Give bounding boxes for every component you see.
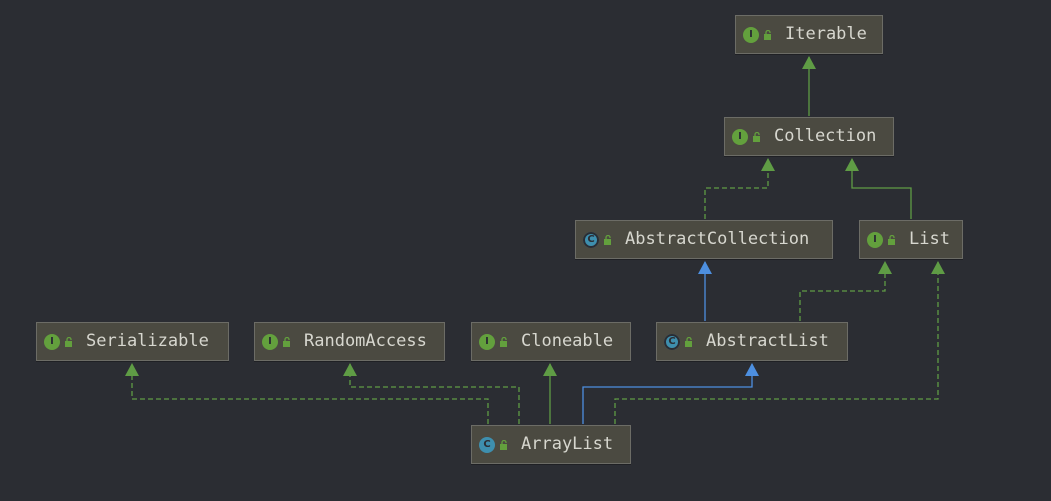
public-lock-icon xyxy=(753,127,762,147)
node-abstract-list[interactable]: C AbstractList xyxy=(656,322,848,361)
node-label: Cloneable xyxy=(521,331,614,351)
edge-arrowhead xyxy=(878,261,892,274)
node-label: Serializable xyxy=(86,331,209,351)
interface-icon: I xyxy=(732,128,748,145)
node-array-list[interactable]: C ArrayList xyxy=(471,425,631,464)
interface-icon: I xyxy=(867,231,883,248)
edge-list-to-collection xyxy=(845,158,912,219)
interface-icon: I xyxy=(743,26,759,43)
node-random-access[interactable]: I RandomAccess xyxy=(254,322,445,361)
node-serializable[interactable]: I Serializable xyxy=(36,322,229,361)
edge-arrowhead xyxy=(698,261,712,274)
node-list[interactable]: I List xyxy=(859,220,963,259)
node-label: ArrayList xyxy=(521,434,614,454)
edge-arrowhead xyxy=(125,363,139,376)
edge-arrowhead xyxy=(931,261,945,274)
edge-abstract-list-to-abstract-collection xyxy=(698,261,712,321)
edge-line xyxy=(704,159,769,219)
node-cloneable[interactable]: I Cloneable xyxy=(471,322,631,361)
node-iterable[interactable]: I Iterable xyxy=(735,15,883,54)
node-label: Iterable xyxy=(785,24,867,44)
edge-arrowhead xyxy=(802,56,816,69)
edge-array-list-to-abstract-list xyxy=(582,363,759,424)
edge-arrowhead xyxy=(745,363,759,376)
edge-array-list-to-random-access xyxy=(343,363,520,424)
public-lock-icon xyxy=(500,332,509,352)
edge-line xyxy=(349,364,520,424)
node-label: AbstractCollection xyxy=(625,229,810,249)
class-icon: C xyxy=(479,436,495,453)
interface-icon: I xyxy=(262,333,278,350)
node-collection[interactable]: I Collection xyxy=(724,117,894,156)
abstract-class-icon: C xyxy=(664,333,680,350)
interface-icon: I xyxy=(44,333,60,350)
edge-line xyxy=(851,159,912,219)
edge-abstract-list-to-list xyxy=(799,261,892,321)
public-lock-icon xyxy=(65,332,74,352)
edge-collection-to-iterable xyxy=(802,56,816,116)
edge-array-list-to-serializable xyxy=(125,363,489,424)
node-label: AbstractList xyxy=(706,331,829,351)
edge-arrowhead xyxy=(343,363,357,376)
edge-arrowhead xyxy=(845,158,859,171)
edge-abstract-collection-to-collection xyxy=(704,158,775,219)
node-label: RandomAccess xyxy=(304,331,427,351)
interface-icon: I xyxy=(479,333,495,350)
public-lock-icon xyxy=(888,230,897,250)
edge-arrowhead xyxy=(543,363,557,376)
edge-array-list-to-cloneable xyxy=(543,363,557,424)
public-lock-icon xyxy=(500,435,509,455)
edge-array-list-to-list xyxy=(614,261,945,424)
edge-arrowhead xyxy=(761,158,775,171)
public-lock-icon xyxy=(604,230,613,250)
edge-line xyxy=(614,262,939,424)
node-abstract-collection[interactable]: C AbstractCollection xyxy=(575,220,833,259)
node-label: List xyxy=(909,229,950,249)
edge-line xyxy=(131,364,489,424)
public-lock-icon xyxy=(283,332,292,352)
public-lock-icon xyxy=(685,332,694,352)
abstract-class-icon: C xyxy=(583,231,599,248)
node-label: Collection xyxy=(774,126,877,146)
public-lock-icon xyxy=(764,25,773,45)
edge-line xyxy=(799,262,886,321)
edge-line xyxy=(582,364,753,424)
